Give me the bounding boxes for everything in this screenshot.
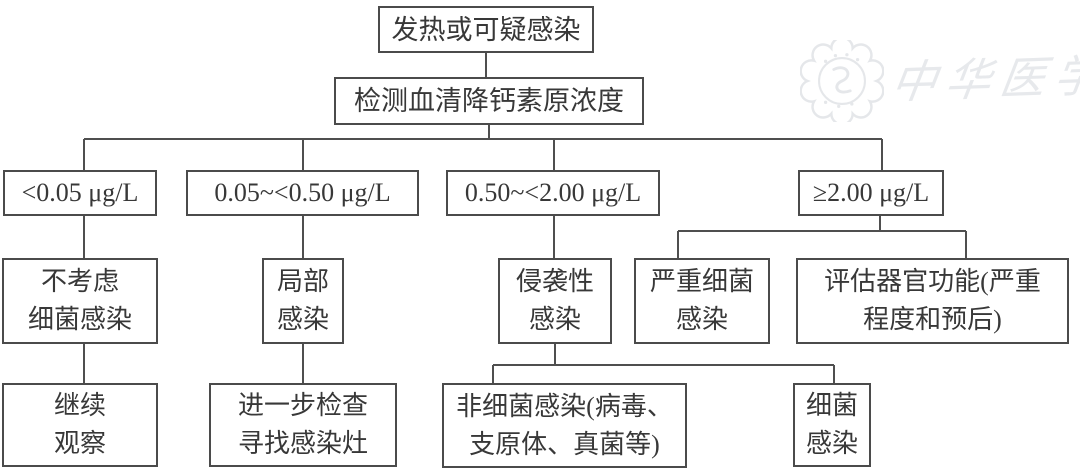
- node-further-examination: 进一步检查 寻找感染灶: [209, 383, 397, 467]
- node-label: ≥2.00 μg/L: [812, 178, 930, 207]
- node-no-bacterial-infection: 不考虑 细菌感染: [2, 258, 158, 344]
- node-label: 细菌感染: [27, 305, 132, 334]
- node-bacterial-infection: 细菌 感染: [793, 383, 871, 467]
- node-invasive-infection: 侵袭性 感染: [498, 258, 612, 344]
- node-label: 细菌: [805, 391, 858, 420]
- node-label: 感染: [805, 429, 858, 458]
- node-label: 发热或可疑感染: [391, 14, 581, 45]
- node-label: 感染: [675, 305, 728, 334]
- watermark-text: 中华医学会: [887, 48, 1080, 109]
- node-severe-bacterial-infection: 严重细菌 感染: [634, 258, 770, 344]
- node-pct-050-200: 0.50~<2.00 μg/L: [446, 170, 660, 216]
- node-test-pct: 检测血清降钙素原浓度: [334, 77, 644, 125]
- node-label: 观察: [53, 429, 106, 458]
- node-label: 感染: [528, 305, 581, 334]
- node-label: 严重细菌: [649, 267, 754, 296]
- node-local-infection: 局部 感染: [262, 258, 344, 344]
- node-label: 继续: [53, 391, 106, 420]
- node-label: <0.05 μg/L: [21, 178, 139, 207]
- node-label: 检测血清降钙素原浓度: [354, 86, 624, 116]
- node-pct-005-050: 0.05~<0.50 μg/L: [186, 170, 419, 216]
- node-non-bacterial-infection: 非细菌感染(病毒、 支原体、真菌等): [442, 383, 687, 468]
- node-label: 0.50~<2.00 μg/L: [464, 178, 642, 207]
- node-label: 感染: [276, 305, 329, 334]
- node-label: 非细菌感染(病毒、: [456, 391, 673, 421]
- node-label: 局部: [276, 267, 329, 296]
- node-fever: 发热或可疑感染: [378, 6, 594, 53]
- node-label: 程度和预后): [863, 305, 1002, 334]
- cma-seal-icon: [800, 40, 884, 122]
- node-label: 评估器官功能(严重: [824, 267, 1041, 296]
- node-pct-lt-005: <0.05 μg/L: [3, 170, 157, 216]
- node-evaluate-organ-function: 评估器官功能(严重 程度和预后): [796, 258, 1069, 344]
- node-label: 不考虑: [40, 267, 119, 296]
- node-label: 支原体、真菌等): [469, 429, 660, 459]
- node-label: 侵袭性: [515, 267, 594, 296]
- node-continue-observation: 继续 观察: [2, 383, 158, 467]
- node-pct-ge-200: ≥2.00 μg/L: [798, 170, 944, 216]
- node-label: 寻找感染灶: [237, 429, 368, 458]
- node-label: 进一步检查: [237, 391, 368, 420]
- node-label: 0.05~<0.50 μg/L: [214, 178, 391, 207]
